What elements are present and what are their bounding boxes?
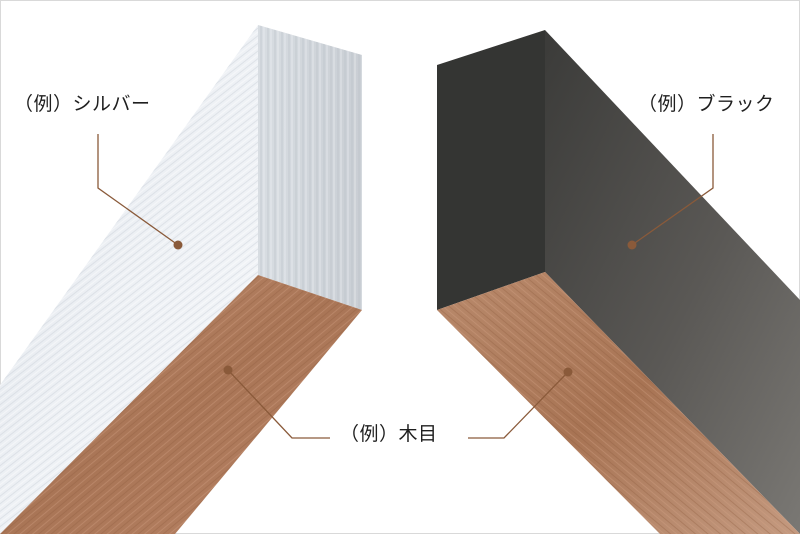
wood-right-marker-dot — [563, 367, 573, 377]
wood-profile-right — [437, 272, 800, 534]
wood-left-leader-line — [227, 369, 330, 439]
black-side-face — [545, 30, 800, 534]
black-profile — [437, 30, 800, 534]
leader-dots — [173, 240, 637, 377]
silver-finish-label: （例）シルバー — [14, 93, 151, 115]
wood-left-marker-dot — [223, 365, 233, 375]
silver-leader-line — [97, 134, 179, 246]
silver-profile — [0, 25, 362, 534]
wood-right-leader-line — [468, 371, 569, 439]
black-finish-label: （例）ブラック — [638, 93, 775, 115]
wood-face-left-texture — [0, 275, 362, 534]
black-marker-dot — [627, 240, 637, 250]
black-front-face — [437, 30, 545, 310]
wood-grain-finish-label: （例）木目 — [340, 423, 438, 445]
silver-marker-dot — [173, 240, 183, 250]
silver-top-face-texture — [0, 25, 258, 534]
leader-lines — [97, 134, 714, 439]
wood-face-right-texture — [437, 272, 800, 534]
black-leader-line — [631, 134, 714, 246]
silver-side-face-texture — [258, 25, 362, 310]
wood-profile-left — [0, 275, 362, 534]
